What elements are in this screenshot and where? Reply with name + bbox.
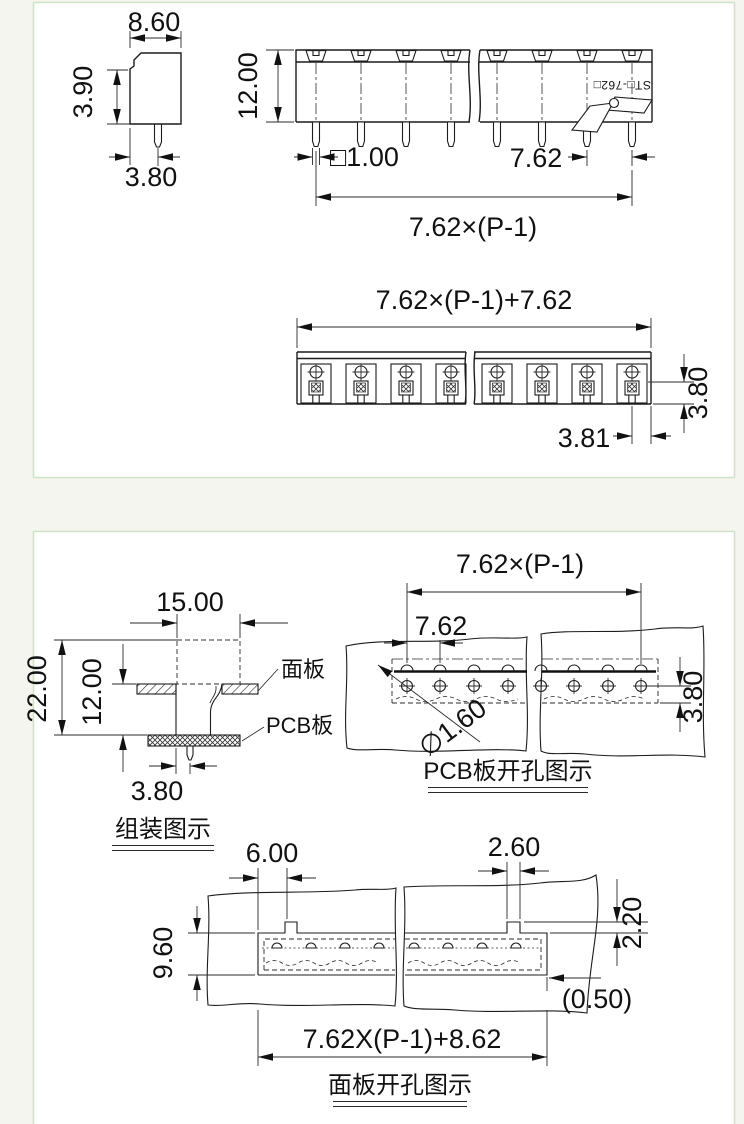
dim-side-pin-text: 3.80	[125, 162, 178, 192]
panel-cutout-view: 6.00 2.60 9.60 2.20 (0.50)	[148, 832, 648, 1107]
side-view-pin	[153, 124, 163, 148]
dim-plan-total-text: 7.62×(P-1)+7.62	[376, 285, 573, 315]
cutout-outline-left	[257, 921, 395, 976]
panel-cutout-title-text: 面板开孔图示	[328, 1072, 472, 1099]
dim-pcb-span: 7.62×(P-1)	[406, 549, 642, 664]
molded-logo: ST□-762□	[570, 78, 653, 133]
dim-side-width: 8.60	[128, 7, 182, 48]
front-centerlines	[315, 63, 633, 121]
dim-front-pitch: 7.62	[510, 143, 655, 173]
dim-notch-offset: 6.00	[229, 838, 316, 930]
dim-front-pitch-text: 7.62	[510, 143, 563, 173]
dim-notch-width-text: 2.60	[488, 832, 541, 862]
dim-asm-width-text: 15.00	[156, 587, 224, 617]
dim-pcb-pitch-text: 7.62	[415, 611, 468, 641]
dim-front-height-text: 12.00	[233, 52, 263, 120]
dim-plan-total: 7.62×(P-1)+7.62	[296, 285, 652, 348]
side-view-body	[129, 52, 182, 125]
connector-body-right-edge	[209, 683, 223, 735]
logo-lower-shape	[570, 102, 615, 133]
footprint-wavy-line	[395, 696, 645, 702]
dim-asm-body-height-text: 12.00	[77, 658, 107, 726]
plan-body-right-break	[473, 351, 476, 405]
front-body-right	[479, 49, 653, 123]
dim-plan-depth-text: 3.80	[683, 367, 713, 420]
panel-cutout-title: 面板开孔图示	[328, 1072, 472, 1107]
dim-notch-height: 2.20	[524, 879, 648, 966]
cutout-outline-right	[405, 921, 548, 976]
pcb-drill-title: PCB板开孔图示	[423, 758, 593, 793]
dim-asm-total-height: 22.00	[22, 639, 177, 736]
dim-asm-total-height-text: 22.00	[22, 655, 52, 723]
panel-bar-right	[221, 683, 259, 695]
dim-front-span: 7.62×(P-1)	[315, 151, 633, 242]
pcb-drill-title-text: PCB板开孔图示	[423, 758, 592, 785]
dim-cutout-total: 7.62X(P-1)+8.62	[257, 1010, 548, 1066]
panel-frame-bottom	[32, 530, 736, 1124]
front-view: ST□-762□ 12.00 □1.00 7.62 7.62×(P-1)	[233, 49, 655, 242]
dim-asm-pin-offset: 3.80	[131, 748, 217, 806]
assembly-pin	[186, 746, 194, 761]
dim-asm-body-height: 12.00	[77, 644, 136, 772]
cutout-inner-dashed	[263, 938, 542, 971]
cutout-wavy-line	[265, 960, 521, 966]
dim-cutout-total-text: 7.62X(P-1)+8.62	[303, 1024, 502, 1054]
latch-detail	[209, 685, 217, 704]
plan-view: 7.62×(P-1)+7.62 3.80 3.81	[296, 285, 713, 453]
dim-front-height: 12.00	[233, 49, 294, 123]
dim-pcb-row-offset-text: 3.80	[678, 671, 708, 724]
dim-pcb-row-offset: 3.80	[649, 657, 708, 732]
dim-clearance: (0.50)	[546, 974, 633, 1014]
panel-label-leader: 面板	[257, 657, 325, 692]
assembly-title-text: 组装图示	[115, 816, 211, 843]
panel-bar-left	[136, 683, 177, 695]
panel-piece-left	[206, 887, 397, 1007]
connector-dashed-outline	[176, 639, 241, 685]
dim-plan-depth: 3.80	[648, 354, 713, 433]
dim-cutout-height: 9.60	[148, 906, 255, 1001]
pcb-label-leader: PCB板	[241, 713, 333, 742]
dim-plan-end-offset-text: 3.81	[558, 423, 611, 453]
dim-plan-end-offset: 3.81	[558, 406, 671, 453]
assembly-title: 组装图示	[112, 816, 214, 851]
dim-side-height-text: 3.90	[68, 66, 98, 119]
dim-pcb-span-text: 7.62×(P-1)	[456, 549, 584, 579]
front-body-left	[295, 49, 470, 123]
dim-notch-height-text: 2.20	[617, 897, 647, 950]
dim-asm-width: 15.00	[130, 587, 288, 638]
dim-side-height: 3.90	[68, 66, 130, 125]
plan-body-right	[474, 351, 652, 405]
panel-frame-top	[32, 1, 736, 479]
dim-cutout-height-text: 9.60	[148, 927, 178, 980]
dim-pcb-pitch: 7.62	[384, 611, 467, 663]
dim-side-pin-offset: 3.80	[109, 128, 180, 192]
logo-circle	[608, 97, 620, 109]
pcb-board-right	[539, 625, 706, 758]
panel-label-text: 面板	[281, 657, 325, 682]
pcb-bar	[147, 734, 241, 747]
dim-notch-width: 2.60	[478, 832, 549, 919]
plan-body-left	[296, 351, 466, 405]
molded-marking-text: ST□-762□	[593, 78, 651, 92]
dim-pin-square-text: □1.00	[330, 142, 399, 172]
dim-clearance-text: (0.50)	[562, 984, 633, 1014]
dim-side-width-text: 8.60	[128, 7, 181, 37]
dim-asm-pin-offset-text: 3.80	[131, 776, 184, 806]
assembly-view: 15.00 22.00 12.00 面板 PCB板	[22, 587, 333, 851]
pcb-drill-view: 7.62×(P-1) 7.62 ∅1.60 3.80 PCB板开孔图示	[345, 549, 708, 793]
pcb-label-text: PCB板	[266, 713, 333, 738]
dim-front-span-text: 7.62×(P-1)	[409, 212, 537, 242]
front-body-right-break	[478, 49, 481, 123]
dim-notch-offset-text: 6.00	[246, 838, 299, 868]
front-body-left-break	[468, 49, 471, 123]
dim-pin-square: □1.00	[294, 142, 399, 172]
side-view: 8.60 3.90 3.80	[68, 7, 182, 192]
